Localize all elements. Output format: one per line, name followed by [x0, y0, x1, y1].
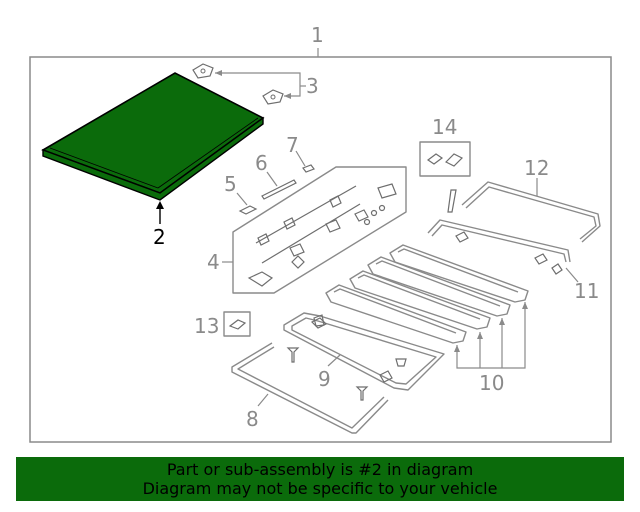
- weatherstrip-inner: [237, 346, 385, 429]
- part-14-clip-a: [426, 153, 444, 165]
- side-rod: [447, 189, 457, 213]
- callout-6[interactable]: 6: [255, 151, 268, 175]
- bow-2-inner: [375, 260, 501, 307]
- part-6-strip[interactable]: [261, 179, 297, 200]
- screw-a: [286, 347, 300, 363]
- leader-7: [295, 150, 306, 167]
- leader-3-arrow-b: [284, 93, 291, 99]
- part-11-seal-rail[interactable]: [427, 219, 571, 275]
- leader-6: [266, 171, 278, 187]
- banner-line-2: Diagram may not be specific to your vehi…: [142, 479, 498, 498]
- bracket-set-outline: [232, 166, 407, 294]
- part-7-clip[interactable]: [302, 164, 315, 173]
- callout-3[interactable]: 3: [306, 74, 319, 98]
- bow-3: [349, 270, 491, 330]
- rear-rail-outer: [461, 181, 601, 243]
- callout-14[interactable]: 14: [432, 115, 457, 139]
- part-13-box[interactable]: [223, 311, 251, 337]
- seal-rail-clip-a: [455, 231, 469, 243]
- leader-10-arrow-d: [522, 302, 528, 309]
- banner-line-1: Part or sub-assembly is #2 in diagram: [166, 460, 474, 479]
- leader-10-arrow-b: [477, 332, 483, 339]
- leader-5: [236, 192, 248, 206]
- callout-10[interactable]: 10: [479, 371, 504, 395]
- bracket-bolt-3: [378, 204, 386, 212]
- callout-4[interactable]: 4: [207, 250, 220, 274]
- part-10-roof-bows[interactable]: [325, 244, 529, 344]
- bracket-rail-1: [255, 185, 357, 244]
- roof-panel-rim: [49, 147, 159, 189]
- part-14-clip-b: [444, 153, 464, 167]
- part-4-frame-bracket-set[interactable]: [232, 166, 407, 294]
- part-5-pad[interactable]: [238, 205, 258, 215]
- callout-13[interactable]: 13: [194, 314, 219, 338]
- callout-8[interactable]: 8: [246, 407, 259, 431]
- bracket-bolt-2: [363, 218, 371, 226]
- rear-rail-inner: [465, 186, 597, 240]
- bow-1-inner: [397, 248, 519, 293]
- leader-8: [257, 393, 269, 407]
- callout-11[interactable]: 11: [574, 279, 599, 303]
- bracket-rail-2: [261, 203, 361, 264]
- bracket-d: [325, 219, 341, 233]
- callout-12[interactable]: 12: [524, 156, 549, 180]
- bracket-i: [291, 255, 305, 269]
- bracket-c: [289, 243, 305, 257]
- leader-11: [565, 267, 579, 283]
- bracket-a: [247, 271, 274, 287]
- front-frame-outer: [283, 312, 445, 391]
- parts-diagram: 1 2 3 4 5: [29, 23, 612, 443]
- info-banner: Part or sub-assembly is #2 in diagram Di…: [16, 457, 624, 501]
- front-frame-tab: [395, 358, 407, 367]
- leader-2-arrow: [156, 201, 164, 209]
- clip-lower: [262, 89, 284, 105]
- seal-rail-outer: [427, 219, 571, 263]
- bracket-f: [257, 233, 270, 246]
- bracket-b: [377, 183, 397, 199]
- leader-3: [215, 72, 301, 97]
- part-12-rear-rail[interactable]: [447, 181, 601, 243]
- weatherstrip-outer: [231, 342, 389, 434]
- clip-upper-hole: [200, 68, 206, 74]
- leader-10-arrow-c: [499, 318, 505, 325]
- bracket-g: [283, 217, 296, 230]
- roof-panel-edge: [42, 116, 264, 201]
- part-13-clip: [228, 319, 247, 330]
- leader-9: [327, 354, 341, 367]
- bow-3-inner: [357, 274, 481, 320]
- part-3-clips[interactable]: [192, 63, 284, 105]
- part-14-box[interactable]: [419, 141, 471, 177]
- bracket-bolt-1: [370, 209, 378, 217]
- bracket-h: [329, 195, 342, 208]
- part-9-front-frame[interactable]: [283, 312, 445, 401]
- clip-upper: [192, 63, 214, 79]
- clip-lower-hole: [270, 94, 276, 100]
- leader-10-arrow-a: [454, 345, 460, 352]
- bracket-e: [354, 209, 369, 222]
- callout-5[interactable]: 5: [224, 172, 237, 196]
- callout-2[interactable]: 2: [153, 225, 166, 249]
- seal-rail-clip-c: [551, 263, 563, 275]
- seal-rail-inner: [431, 224, 567, 263]
- diagram-frame: [29, 56, 612, 443]
- callout-9[interactable]: 9: [318, 367, 331, 391]
- seal-rail-clip-b: [534, 253, 548, 265]
- bow-4: [325, 284, 467, 344]
- bow-4-inner: [333, 288, 457, 334]
- roof-panel-rim-2: [157, 117, 259, 189]
- callout-7[interactable]: 7: [286, 133, 299, 157]
- part-2-roof-panel[interactable]: [41, 72, 265, 201]
- front-frame-clip-b: [379, 370, 393, 383]
- front-frame-inner: [291, 317, 437, 385]
- leader-3-arrow-a: [215, 70, 222, 76]
- part-8-weatherstrip[interactable]: [231, 342, 389, 434]
- callout-1[interactable]: 1: [311, 23, 324, 47]
- leader-10: [456, 302, 526, 369]
- front-frame-latch: [313, 314, 325, 327]
- screw-b: [355, 386, 369, 401]
